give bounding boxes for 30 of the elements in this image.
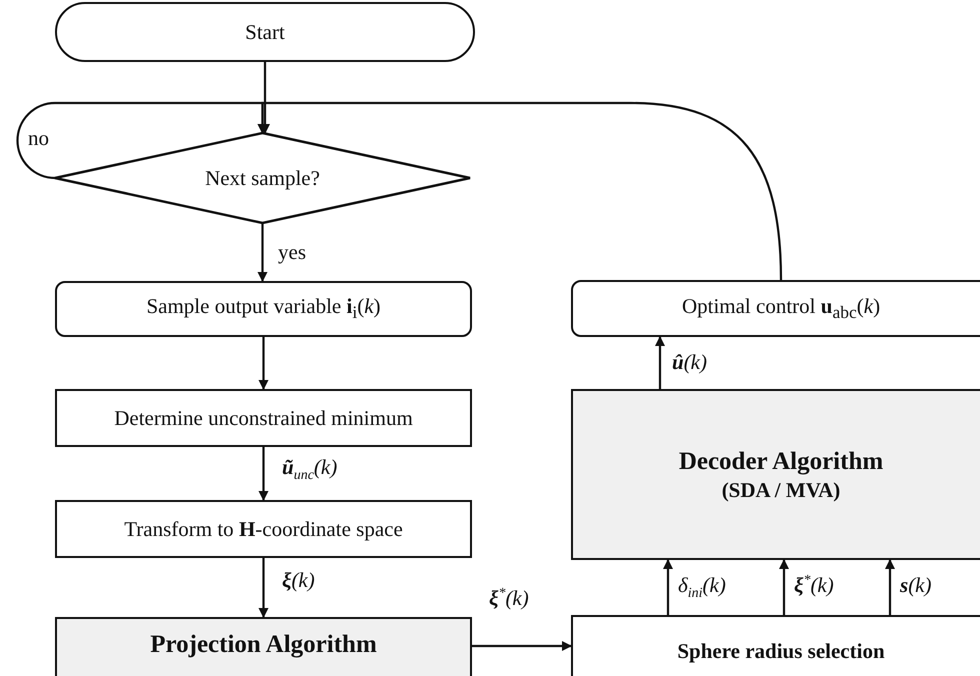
arrow [258, 337, 268, 390]
arrow [885, 559, 895, 615]
process-box [55, 500, 472, 558]
node-label: Determine unconstrained minimum [114, 404, 413, 432]
arrow [258, 102, 782, 280]
node-label: Optimal control u$_{abc}$(k) [682, 292, 880, 324]
node-label: Sample output variable i$_{i}$(k) [146, 293, 381, 325]
arrow [258, 558, 268, 618]
edge-label: ξ$^{*}$(k) [792, 573, 836, 598]
process-box [571, 280, 980, 337]
arrow [779, 559, 789, 615]
terminal-box [55, 2, 475, 62]
edge-label: ξ$^{*}$(k) [487, 586, 531, 612]
arrow [472, 641, 572, 651]
node-subtitle: (SDA / MVA) [722, 477, 840, 504]
arrow [258, 223, 268, 282]
arrow [663, 559, 673, 615]
node-label: Sphere radius selection [677, 638, 885, 664]
process-box [55, 617, 472, 676]
process-box [571, 389, 980, 560]
process-box [55, 281, 472, 337]
node-label: Next sample? [205, 164, 320, 192]
arrow [258, 447, 268, 501]
arrow [655, 336, 665, 389]
node-label: Start [245, 18, 285, 46]
process-box [55, 389, 472, 447]
node-label: Decoder Algorithm [678, 446, 884, 477]
node-label: Projection Algorithm [150, 630, 377, 660]
node-label: Transform to H-coordinate space [124, 516, 403, 542]
process-box [571, 615, 980, 676]
